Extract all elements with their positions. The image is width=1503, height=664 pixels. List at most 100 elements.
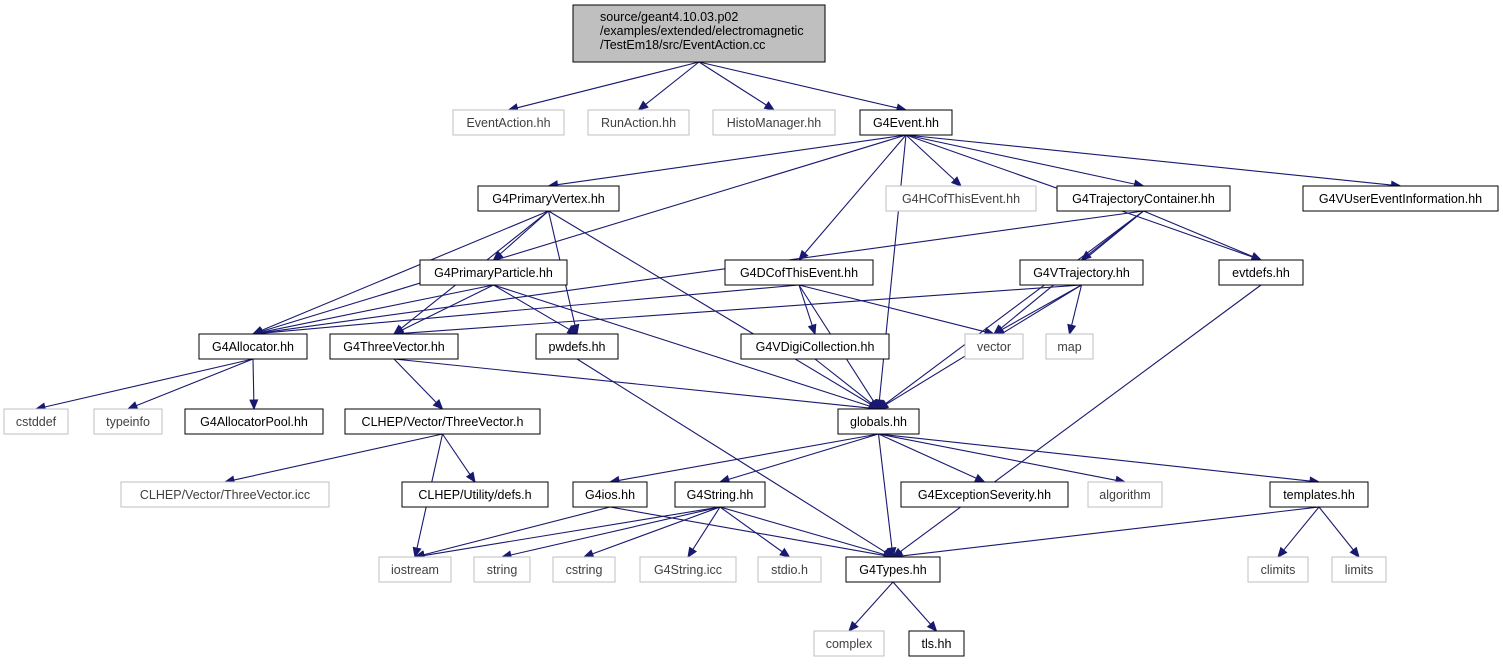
node-g4allocator-hh[interactable]: G4Allocator.hh	[198, 333, 308, 360]
node-label-line: source/geant4.10.03.p02	[600, 10, 738, 24]
node-box	[401, 481, 549, 508]
node-label: G4Types.hh	[859, 563, 926, 577]
node-label: templates.hh	[1283, 488, 1355, 502]
node-g4string-icc[interactable]: G4String.icc	[639, 556, 737, 583]
edge-line	[261, 284, 494, 333]
edge-g4primaryparticle_hh-to-g4allocator_hh	[251, 284, 494, 337]
node-templates-hh[interactable]: templates.hh	[1269, 481, 1369, 508]
edge-line	[261, 134, 907, 332]
edge-line	[892, 581, 931, 625]
node-g4exceptionseverity-hh[interactable]: G4ExceptionSeverity.hh	[900, 481, 1069, 508]
node-box	[837, 408, 920, 435]
node-g4types-hh[interactable]: G4Types.hh	[845, 556, 941, 583]
node-string[interactable]: string	[473, 556, 531, 583]
node-g4trajectorycontainer-hh[interactable]: G4TrajectoryContainer.hh	[1056, 185, 1231, 212]
node-tls-hh[interactable]: tls.hh	[908, 630, 965, 657]
node-iostream[interactable]: iostream	[378, 556, 452, 583]
node-label: G4ThreeVector.hh	[343, 340, 445, 354]
node-g4hcofthisevent-hh[interactable]: G4HCofThisEvent.hh	[885, 185, 1037, 212]
node-box	[93, 408, 163, 435]
edge-line	[798, 284, 813, 326]
node-g4dcofthisevent-hh[interactable]: G4DCofThisEvent.hh	[724, 259, 874, 286]
edge-evtdefs_hh-to-g4types_hh	[891, 284, 1262, 558]
node-vector[interactable]: vector	[964, 333, 1024, 360]
edge-arrowhead	[566, 325, 579, 335]
node-histomanager-hh[interactable]: HistoManager.hh	[712, 109, 836, 136]
node-label: G4Event.hh	[873, 116, 939, 130]
edge-line	[878, 433, 1311, 482]
edge-line	[44, 358, 254, 408]
edge-g4event_hh-to-g4hcofthisevent_hh	[905, 134, 962, 187]
node-globals-hh[interactable]: globals.hh	[837, 408, 920, 435]
node-g4allocatorpool-hh[interactable]: G4AllocatorPool.hh	[184, 408, 324, 435]
node-climits[interactable]: climits	[1247, 556, 1309, 583]
edge-arrowhead	[848, 620, 859, 632]
node-map[interactable]: map	[1045, 333, 1094, 360]
node-box	[1247, 556, 1309, 583]
node-label: HistoManager.hh	[727, 116, 822, 130]
edge-root-to-runaction_hh	[637, 61, 700, 111]
node-g4vtrajectory-hh[interactable]: G4VTrajectory.hh	[1019, 259, 1144, 286]
node-pwdefs-hh[interactable]: pwdefs.hh	[535, 333, 619, 360]
edge-g4ios_hh-to-g4types_hh	[609, 506, 895, 560]
edge-line	[698, 61, 898, 109]
node-g4vusereventinformation-hh[interactable]: G4VUserEventInformation.hh	[1302, 185, 1499, 212]
node-label: cstring	[566, 563, 603, 577]
node-box	[674, 481, 766, 508]
edge-line	[592, 506, 721, 555]
node-clhep-threevector-h[interactable]: CLHEP/Vector/ThreeVector.h	[344, 408, 541, 435]
edge-line	[878, 134, 907, 401]
node-box	[378, 556, 452, 583]
node-stdio-h[interactable]: stdio.h	[757, 556, 822, 583]
edge-arrowhead	[492, 250, 504, 261]
edge-arrowhead	[412, 546, 422, 559]
node-limits[interactable]: limits	[1331, 556, 1387, 583]
node-label: iostream	[391, 563, 439, 577]
edge-arrowhead	[126, 401, 139, 410]
edge-line	[252, 358, 255, 401]
node-g4primaryparticle-hh[interactable]: G4PrimaryParticle.hh	[419, 259, 568, 286]
node-cstring[interactable]: cstring	[552, 556, 616, 583]
edge-arrowhead	[926, 620, 938, 632]
node-g4ios-hh[interactable]: G4ios.hh	[572, 481, 648, 508]
node-label: string	[487, 563, 518, 577]
node-g4string-hh[interactable]: G4String.hh	[674, 481, 766, 508]
node-g4event-hh[interactable]: G4Event.hh	[859, 109, 953, 136]
edge-g4dcofthisevent_hh-to-vector	[798, 284, 996, 337]
node-eventaction-hh[interactable]: EventAction.hh	[452, 109, 565, 136]
edge-line	[548, 210, 872, 405]
node-box	[329, 333, 459, 360]
edge-line	[878, 433, 1117, 481]
edge-line	[1283, 506, 1320, 551]
edge-line	[854, 581, 894, 625]
node-clhep-threevector-icc[interactable]: CLHEP/Vector/ThreeVector.icc	[120, 481, 330, 508]
node-box	[740, 333, 890, 360]
edge-g4ios_hh-to-iostream	[413, 506, 611, 560]
node-evtdefs-hh[interactable]: evtdefs.hh	[1218, 259, 1304, 286]
edge-arrowhead	[249, 399, 259, 411]
edge-line	[814, 358, 872, 404]
node-typeinfo[interactable]: typeinfo	[93, 408, 163, 435]
edge-g4trajectorycontainer_hh-to-g4allocator_hh	[251, 210, 1144, 338]
node-algorithm[interactable]: algorithm	[1087, 481, 1163, 508]
node-clhep-defs-h[interactable]: CLHEP/Utility/defs.h	[401, 481, 549, 508]
node-complex[interactable]: complex	[813, 630, 885, 657]
node-box	[344, 408, 541, 435]
edge-arrowhead	[1067, 323, 1077, 336]
node-runaction-hh[interactable]: RunAction.hh	[587, 109, 690, 136]
node-g4primaryvertex-hh[interactable]: G4PrimaryVertex.hh	[477, 185, 620, 212]
node-g4threevector-hh[interactable]: G4ThreeVector.hh	[329, 333, 459, 360]
edge-line	[261, 284, 800, 334]
edge-line	[609, 506, 885, 556]
edge-line	[393, 358, 870, 409]
node-cstddef[interactable]: cstddef	[3, 408, 69, 435]
edge-g4threevector_hh-to-clhep_threevector_h	[393, 358, 444, 410]
node-box	[813, 630, 885, 657]
edge-line	[1318, 506, 1354, 551]
edge-line	[576, 358, 886, 553]
node-g4vdigicollection-hh[interactable]: G4VDigiCollection.hh	[740, 333, 890, 360]
node-box	[1019, 259, 1144, 286]
node-root[interactable]: source/geant4.10.03.p02/examples/extende…	[572, 4, 826, 63]
node-label: algorithm	[1099, 488, 1150, 502]
